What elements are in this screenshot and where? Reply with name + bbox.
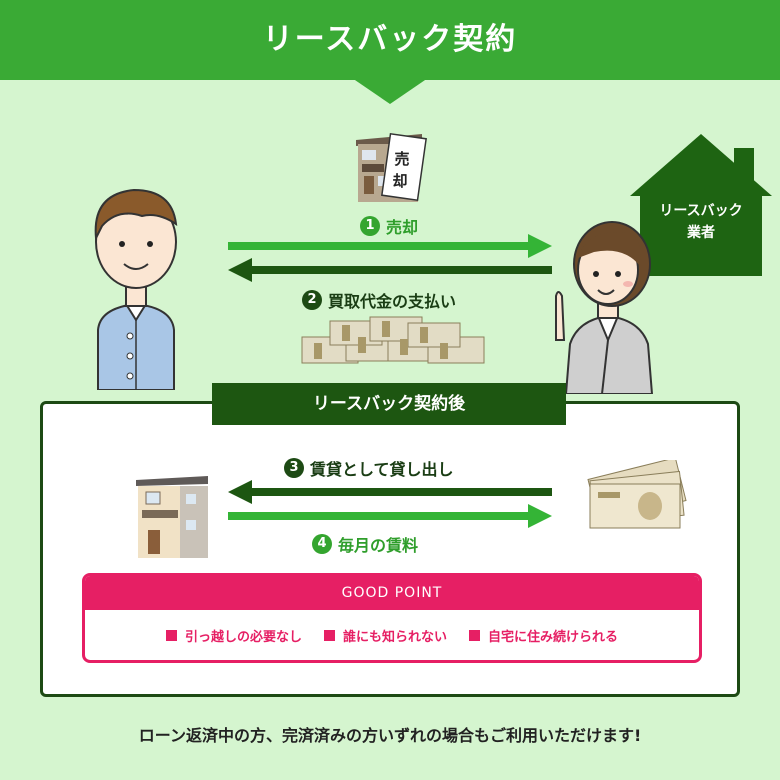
after-contract-ribbon: リースバック契約後: [212, 383, 566, 425]
step-1-number: 1: [360, 216, 380, 236]
page-title: リースバック契約: [262, 22, 518, 57]
good-point-item-text: 引っ越しの必要なし: [184, 629, 302, 645]
left-arrow-dark-bottom: [228, 480, 552, 504]
step-2-number: 2: [302, 290, 322, 310]
step-3-label: 3 賃貸として貸し出し: [284, 456, 454, 480]
footer-note: ローン返済中の方、完済済みの方いずれの場合もご利用いただけます!: [138, 726, 642, 745]
money-stacks-illustration: [301, 316, 485, 364]
banner-pointer: [352, 78, 428, 104]
company-label-line-1: リースバック: [659, 203, 743, 219]
title-banner: [0, 0, 780, 80]
good-point-list: 引っ越しの必要なし 誰にも知られない 自宅に住み続けられる: [85, 610, 699, 660]
step-2-label: 2 買取代金の支払い: [302, 288, 456, 312]
good-point-item: 自宅に住み続けられる: [469, 626, 618, 645]
step-3-text: 賃貸として貸し出し: [310, 460, 454, 479]
customer-man-illustration: [94, 188, 178, 390]
step-3-number: 3: [284, 458, 304, 478]
left-arrow-dark: [228, 258, 552, 282]
square-bullet-icon: [165, 629, 177, 641]
step-4-text: 毎月の賃料: [338, 536, 419, 555]
good-point-title: GOOD POINT: [85, 576, 699, 610]
company-house-label: リースバック 業者: [640, 200, 762, 244]
square-bullet-icon: [323, 629, 335, 641]
good-point-item: 引っ越しの必要なし: [165, 626, 302, 645]
company-label-line-2: 業者: [687, 225, 715, 241]
exchange-arrows-bottom: [228, 480, 552, 528]
right-arrow-green: [228, 234, 552, 258]
step-1-text: 売却: [386, 218, 419, 237]
good-point-item-text: 自宅に住み続けられる: [488, 629, 619, 645]
step-4-number: 4: [312, 534, 332, 554]
sold-house-illustration: 売 却: [356, 132, 427, 202]
banknotes-illustration: [587, 460, 687, 529]
rental-house-illustration: [136, 476, 208, 558]
exchange-arrows-top: [228, 234, 552, 282]
good-point-item: 誰にも知られない: [323, 626, 447, 645]
step-1-label: 1 売却: [360, 214, 418, 238]
step-2-text: 買取代金の支払い: [328, 292, 457, 311]
company-house-shape: [630, 134, 772, 276]
sign-char-2: 却: [392, 172, 407, 190]
square-bullet-icon: [469, 629, 480, 641]
good-point-item-text: 誰にも知られない: [342, 629, 447, 645]
right-arrow-green-bottom: [228, 504, 552, 528]
step-4-label: 4 毎月の賃料: [312, 532, 418, 556]
sign-char-1: 売: [394, 150, 409, 168]
agent-woman-illustration: [555, 221, 654, 394]
good-point-box: GOOD POINT 引っ越しの必要なし 誰にも知られない 自宅に住み続けられる: [82, 573, 702, 663]
